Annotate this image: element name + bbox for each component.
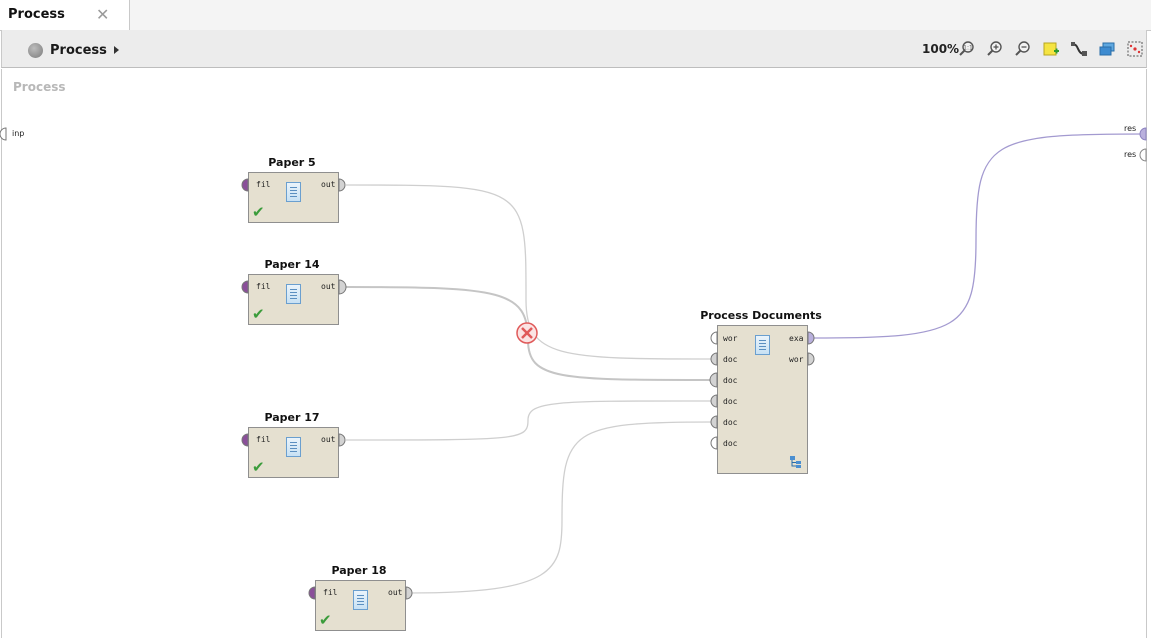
input-port-doc[interactable] <box>710 415 718 429</box>
document-icon <box>286 437 301 457</box>
output-port-out[interactable] <box>338 433 346 447</box>
tab-process[interactable]: Process ✕ <box>0 0 130 30</box>
input-port-fil[interactable] <box>241 433 249 447</box>
port-label: doc <box>723 418 738 427</box>
svg-text:1:1: 1:1 <box>963 45 973 52</box>
input-port-fil[interactable] <box>308 586 316 600</box>
result-port-2[interactable] <box>1139 148 1147 162</box>
port-label: wor <box>723 334 738 343</box>
operator-title: Paper 5 <box>268 156 316 169</box>
tab-label: Process <box>8 7 65 22</box>
document-icon <box>353 590 368 610</box>
wire-result[interactable] <box>813 133 1144 339</box>
output-port-wor[interactable] <box>807 352 815 366</box>
port-label: exa <box>789 334 804 343</box>
port-label: out <box>321 180 336 189</box>
input-port[interactable] <box>0 127 7 141</box>
wire-paper18[interactable] <box>409 421 713 594</box>
operator-paper-5[interactable]: fil out ✔ <box>248 172 339 223</box>
operator-title: Paper 18 <box>331 564 387 577</box>
port-label: doc <box>723 397 738 406</box>
port-label: wor <box>789 355 804 364</box>
checkmark-icon: ✔ <box>319 611 332 629</box>
output-port-exa[interactable] <box>807 331 815 345</box>
port-label: doc <box>723 439 738 448</box>
document-icon <box>286 284 301 304</box>
input-port-doc[interactable] <box>710 436 718 450</box>
breadcrumb[interactable]: Process <box>28 40 119 60</box>
chevron-right-icon[interactable] <box>113 46 119 54</box>
wire-paper5[interactable] <box>345 184 713 360</box>
subprocess-icon[interactable] <box>789 455 803 469</box>
checkmark-icon: ✔ <box>252 305 265 323</box>
input-port-doc[interactable] <box>709 372 718 388</box>
wire-paper17[interactable] <box>345 400 713 441</box>
port-label: out <box>321 282 336 291</box>
result-port-label: res <box>1124 150 1137 159</box>
tab-bar: Process ✕ <box>0 0 1151 31</box>
result-port-1[interactable] <box>1139 127 1147 141</box>
input-port-wor[interactable] <box>710 331 718 345</box>
checkmark-icon: ✔ <box>252 458 265 476</box>
port-label: fil <box>323 588 338 597</box>
document-icon <box>755 335 770 355</box>
input-port-doc[interactable] <box>710 352 718 366</box>
process-icon <box>28 42 43 58</box>
checkmark-icon: ✔ <box>252 203 265 221</box>
port-label: fil <box>256 180 271 189</box>
port-label: out <box>388 588 403 597</box>
document-icon <box>286 182 301 202</box>
operator-paper-18[interactable]: fil out ✔ <box>315 580 406 631</box>
fit-icon[interactable] <box>1126 40 1144 58</box>
output-port-out[interactable] <box>338 279 347 295</box>
breadcrumb-label: Process <box>50 42 107 58</box>
operator-title: Process Documents <box>700 309 822 322</box>
input-port-fil[interactable] <box>241 280 249 294</box>
input-port-doc[interactable] <box>710 394 718 408</box>
port-label: fil <box>256 282 271 291</box>
port-label: out <box>321 435 336 444</box>
operator-title: Paper 14 <box>264 258 320 271</box>
zoom-in-icon[interactable] <box>986 40 1004 58</box>
port-label: doc <box>723 376 738 385</box>
operator-process-documents[interactable]: wor doc doc doc doc doc exa wor <box>717 325 808 474</box>
port-label: doc <box>723 355 738 364</box>
arrange-icon[interactable] <box>1098 40 1116 58</box>
zoom-out-icon[interactable] <box>1014 40 1032 58</box>
output-port-out[interactable] <box>338 178 346 192</box>
zoom-reset-icon[interactable]: 1:1 <box>958 40 976 58</box>
input-port-fil[interactable] <box>241 178 249 192</box>
result-port-label: res <box>1124 124 1137 133</box>
auto-wire-icon[interactable] <box>1070 40 1088 58</box>
operator-paper-14[interactable]: fil out ✔ <box>248 274 339 325</box>
port-label: fil <box>256 435 271 444</box>
close-icon[interactable]: ✕ <box>96 5 110 24</box>
error-icon[interactable] <box>516 322 538 344</box>
zoom-level: 100% <box>922 42 960 56</box>
operator-title: Paper 17 <box>264 411 320 424</box>
input-port-label: inp <box>12 129 25 138</box>
add-note-icon[interactable] <box>1042 40 1060 58</box>
operator-paper-17[interactable]: fil out ✔ <box>248 427 339 478</box>
process-toolbar: Process 100% 1:1 <box>1 30 1147 68</box>
output-port-out[interactable] <box>405 586 413 600</box>
canvas-title: Process <box>13 80 66 94</box>
